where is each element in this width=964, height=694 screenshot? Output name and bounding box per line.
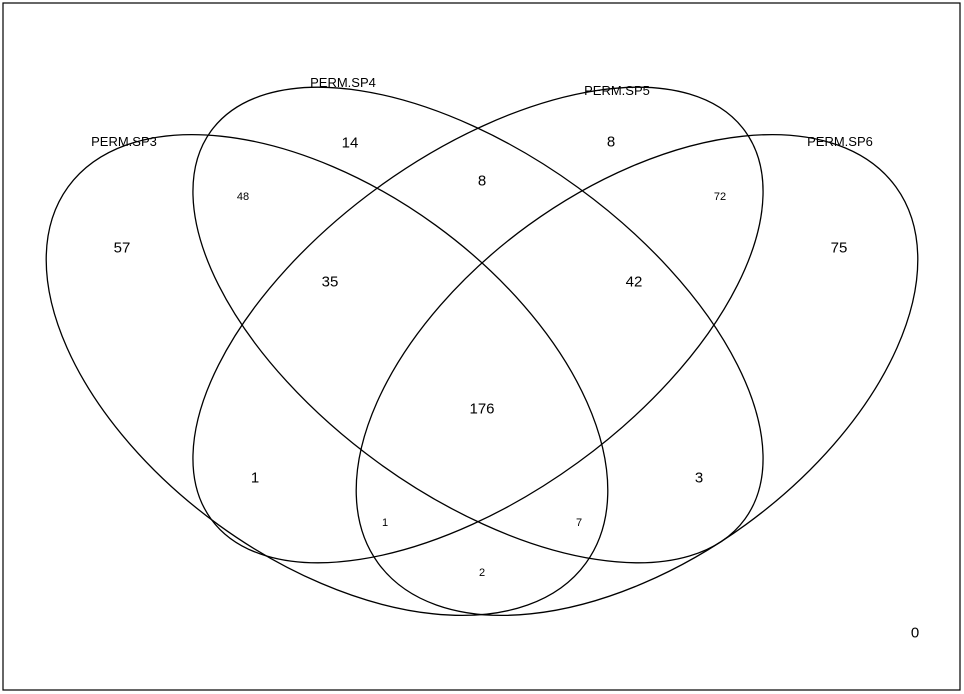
- set-ellipse-sp4: [192, 86, 764, 564]
- region-count: 14: [342, 135, 359, 152]
- set-label-sp6: PERM.SP6: [807, 134, 873, 149]
- region-count: 48: [237, 191, 249, 203]
- region-count: 8: [607, 134, 615, 151]
- region-counts: 57 14 8 75 48 8 72 35 42 176 1 3 1 7 2 0: [114, 134, 920, 642]
- set-ellipse-sp6: [355, 133, 919, 617]
- set-label-sp3: PERM.SP3: [91, 134, 157, 149]
- set-ellipse-sp3: [45, 133, 609, 617]
- set-label-sp5: PERM.SP5: [584, 83, 650, 98]
- region-count: 1: [382, 517, 388, 529]
- region-count: 3: [695, 470, 703, 487]
- outside-count: 0: [911, 625, 919, 642]
- region-count: 176: [469, 401, 494, 418]
- region-count: 57: [114, 240, 131, 257]
- region-count: 75: [831, 240, 848, 257]
- region-count: 8: [478, 173, 486, 190]
- region-count: 2: [479, 567, 485, 579]
- region-count: 35: [322, 274, 339, 291]
- set-ellipse-sp5: [192, 86, 764, 564]
- set-label-sp4: PERM.SP4: [310, 75, 376, 90]
- region-count: 7: [576, 517, 582, 529]
- region-count: 72: [714, 191, 726, 203]
- region-count: 1: [251, 470, 259, 487]
- set-labels: PERM.SP3 PERM.SP4 PERM.SP5 PERM.SP6: [91, 75, 873, 149]
- region-count: 42: [626, 274, 643, 291]
